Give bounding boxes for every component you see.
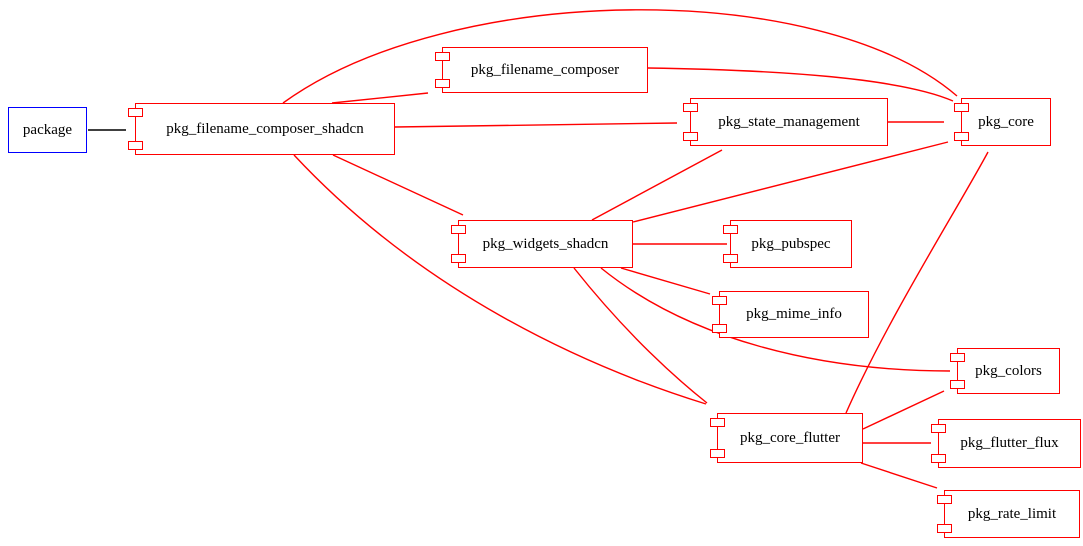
node-pkg_mime_info[interactable]: pkg_mime_info	[712, 291, 869, 338]
component-tab-icon	[937, 495, 952, 504]
node-pkg_filename_composer_shadcn-label: pkg_filename_composer_shadcn	[166, 120, 364, 137]
node-pkg_core_flutter[interactable]: pkg_core_flutter	[710, 413, 863, 463]
component-tab-icon	[712, 296, 727, 305]
edge-pkg_core_flutter-pkg_colors	[862, 390, 945, 430]
node-pkg_core[interactable]: pkg_core	[954, 98, 1051, 146]
node-pkg_pubspec-label: pkg_pubspec	[751, 235, 831, 252]
component-tab-icon	[683, 132, 698, 141]
edge-pkg_filename_composer_shadcn-pkg_widgets_shadcn	[332, 154, 464, 216]
component-tab-icon	[451, 225, 466, 234]
component-tab-icon	[128, 141, 143, 150]
edge-pkg_widgets_shadcn-pkg_core_flutter	[573, 267, 708, 404]
node-pkg_widgets_shadcn[interactable]: pkg_widgets_shadcn	[451, 220, 633, 268]
edge-pkg_widgets_shadcn-pkg_mime_info	[620, 267, 711, 295]
node-package[interactable]: package	[8, 107, 87, 153]
node-pkg_core_flutter-label: pkg_core_flutter	[740, 429, 840, 446]
edge-pkg_filename_composer_shadcn-pkg_filename_composer	[331, 92, 429, 104]
edge-pkg_widgets_shadcn-pkg_state_management	[591, 149, 723, 221]
node-pkg_mime_info-label: pkg_mime_info	[746, 306, 842, 322]
node-pkg_rate_limit-label: pkg_rate_limit	[967, 505, 1057, 522]
node-pkg_widgets_shadcn-label: pkg_widgets_shadcn	[482, 235, 609, 252]
node-package-label: package	[22, 121, 73, 138]
component-tab-icon	[950, 380, 965, 389]
edge-pkg_core_flutter-pkg_rate_limit	[860, 462, 938, 489]
component-tab-icon	[931, 454, 946, 463]
component-tab-icon	[712, 324, 727, 333]
component-tab-icon	[950, 353, 965, 362]
node-pkg_state_management-label: pkg_state_management	[718, 113, 860, 130]
edge-pkg_filename_composer_shadcn-pkg_state_management	[394, 122, 678, 128]
node-pkg_colors-label: pkg_colors	[975, 362, 1042, 379]
component-tab-icon	[128, 108, 143, 117]
component-tab-icon	[435, 79, 450, 88]
component-tab-icon	[435, 52, 450, 61]
component-tab-icon	[710, 418, 725, 427]
component-tab-icon	[931, 424, 946, 433]
node-pkg_core-label: pkg_core	[978, 113, 1034, 130]
node-pkg_rate_limit[interactable]: pkg_rate_limit	[937, 490, 1080, 538]
edge-pkg_filename_composer_shadcn-pkg_core_flutter	[293, 154, 707, 405]
node-pkg_state_management[interactable]: pkg_state_management	[683, 98, 888, 146]
node-pkg_flutter_flux-label: pkg_flutter_flux	[960, 435, 1059, 451]
component-tab-icon	[683, 103, 698, 112]
node-pkg_flutter_flux[interactable]: pkg_flutter_flux	[931, 419, 1081, 468]
edge-pkg_widgets_shadcn-pkg_core	[632, 141, 949, 223]
node-pkg_colors[interactable]: pkg_colors	[950, 348, 1060, 394]
component-tab-icon	[937, 524, 952, 533]
node-pkg_filename_composer[interactable]: pkg_filename_composer	[435, 47, 648, 93]
edge-pkg_filename_composer-pkg_core	[647, 67, 954, 102]
edge-pkg_core_flutter-pkg_core	[845, 151, 989, 414]
component-tab-icon	[723, 254, 738, 263]
node-pkg_filename_composer-label: pkg_filename_composer	[470, 61, 620, 78]
component-tab-icon	[723, 225, 738, 234]
node-pkg_filename_composer_shadcn[interactable]: pkg_filename_composer_shadcn	[128, 103, 395, 155]
component-tab-icon	[954, 103, 969, 112]
component-tab-icon	[954, 132, 969, 141]
component-tab-icon	[710, 449, 725, 458]
component-tab-icon	[451, 254, 466, 263]
edge-pkg_filename_composer_shadcn-pkg_core	[282, 9, 958, 104]
node-pkg_pubspec[interactable]: pkg_pubspec	[723, 220, 852, 268]
edge-pkg_widgets_shadcn-pkg_colors	[600, 267, 951, 372]
